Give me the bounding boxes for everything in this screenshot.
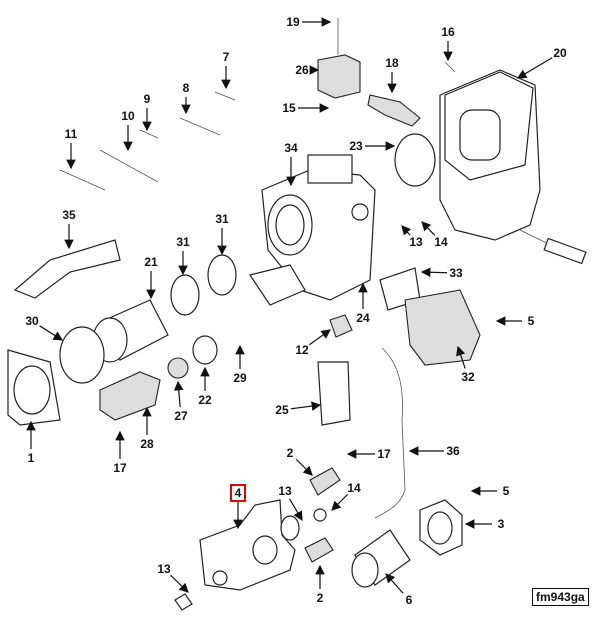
callout-label-31: 31 — [176, 235, 190, 249]
callout-label-4: 4 — [235, 486, 242, 500]
callout-label-15: 15 — [282, 101, 296, 115]
callout-label-19: 19 — [286, 15, 300, 29]
callout-arrow — [421, 221, 436, 236]
callout-label-12: 12 — [295, 343, 309, 357]
callout-label-13: 13 — [278, 484, 292, 498]
callout-arrow — [516, 57, 553, 79]
callout-arrow — [401, 225, 412, 236]
callout-arrow — [308, 329, 331, 346]
block-part — [317, 54, 361, 99]
bolts — [59, 18, 456, 191]
sensor-part — [367, 94, 421, 127]
callout-label-14: 14 — [434, 235, 448, 249]
callout-label-9: 9 — [144, 92, 151, 106]
callout-label-11: 11 — [65, 127, 78, 141]
callout-label-28: 28 — [140, 437, 154, 451]
callout-arrow — [39, 325, 64, 341]
tube-part — [374, 347, 406, 519]
callout-label-32: 32 — [461, 370, 475, 384]
callout-arrow — [420, 267, 448, 278]
callout-label-20: 20 — [553, 46, 567, 60]
callout-label-30: 30 — [25, 314, 39, 328]
parts-drawing — [7, 18, 587, 611]
callout-label-6: 6 — [406, 593, 413, 607]
highlight-box — [230, 484, 246, 502]
flange-3-part — [419, 499, 463, 556]
callout-label-10: 10 — [121, 109, 135, 123]
callout-label-29: 29 — [233, 371, 247, 385]
callout-label-17: 17 — [113, 461, 127, 475]
callout-label-13: 13 — [409, 235, 423, 249]
callout-label-24: 24 — [356, 311, 370, 325]
callout-label-17: 17 — [377, 447, 391, 461]
pump-housing-part — [199, 499, 300, 591]
callout-label-21: 21 — [144, 255, 158, 269]
callout-label-2: 2 — [287, 446, 294, 460]
callout-label-34: 34 — [284, 141, 298, 155]
callout-label-23: 23 — [349, 139, 363, 153]
flange-part — [7, 349, 61, 426]
callout-label-35: 35 — [62, 208, 76, 222]
callout-label-25: 25 — [275, 403, 289, 417]
bracket-part — [13, 239, 121, 299]
callout-arrow — [385, 573, 404, 594]
callout-arrow — [331, 493, 349, 511]
figure-id-label: fm943ga — [532, 588, 589, 606]
callout-arrow — [456, 345, 466, 369]
callout-label-31: 31 — [215, 212, 229, 226]
sensor-housing-part — [404, 289, 481, 366]
callout-arrow — [295, 458, 313, 476]
actuator-motor-part — [439, 69, 587, 265]
callout-label-8: 8 — [183, 81, 190, 95]
callout-label-36: 36 — [446, 444, 460, 458]
callout-label-22: 22 — [198, 393, 212, 407]
callout-label-1: 1 — [28, 451, 35, 465]
callout-label-2: 2 — [317, 591, 324, 605]
callout-arrow — [170, 574, 189, 593]
callout-label-27: 27 — [174, 409, 188, 423]
callout-label-5: 5 — [503, 484, 510, 498]
coupler-part — [351, 529, 411, 588]
callout-arrow — [290, 401, 322, 411]
pump-part — [99, 371, 161, 421]
gasket-part — [394, 133, 436, 187]
snap-ring-part — [59, 326, 105, 384]
callout-label-5: 5 — [528, 314, 535, 328]
callout-label-16: 16 — [441, 25, 455, 39]
callout-label-14: 14 — [347, 481, 361, 495]
callout-arrow — [173, 380, 184, 408]
callout-arrow — [289, 498, 303, 522]
callout-label-18: 18 — [385, 56, 399, 70]
callout-label-33: 33 — [449, 266, 463, 280]
solenoid-part — [317, 361, 351, 426]
callout-label-26: 26 — [295, 63, 309, 77]
callout-label-13: 13 — [157, 562, 171, 576]
callout-label-3: 3 — [498, 517, 505, 531]
callout-label-7: 7 — [223, 50, 230, 64]
